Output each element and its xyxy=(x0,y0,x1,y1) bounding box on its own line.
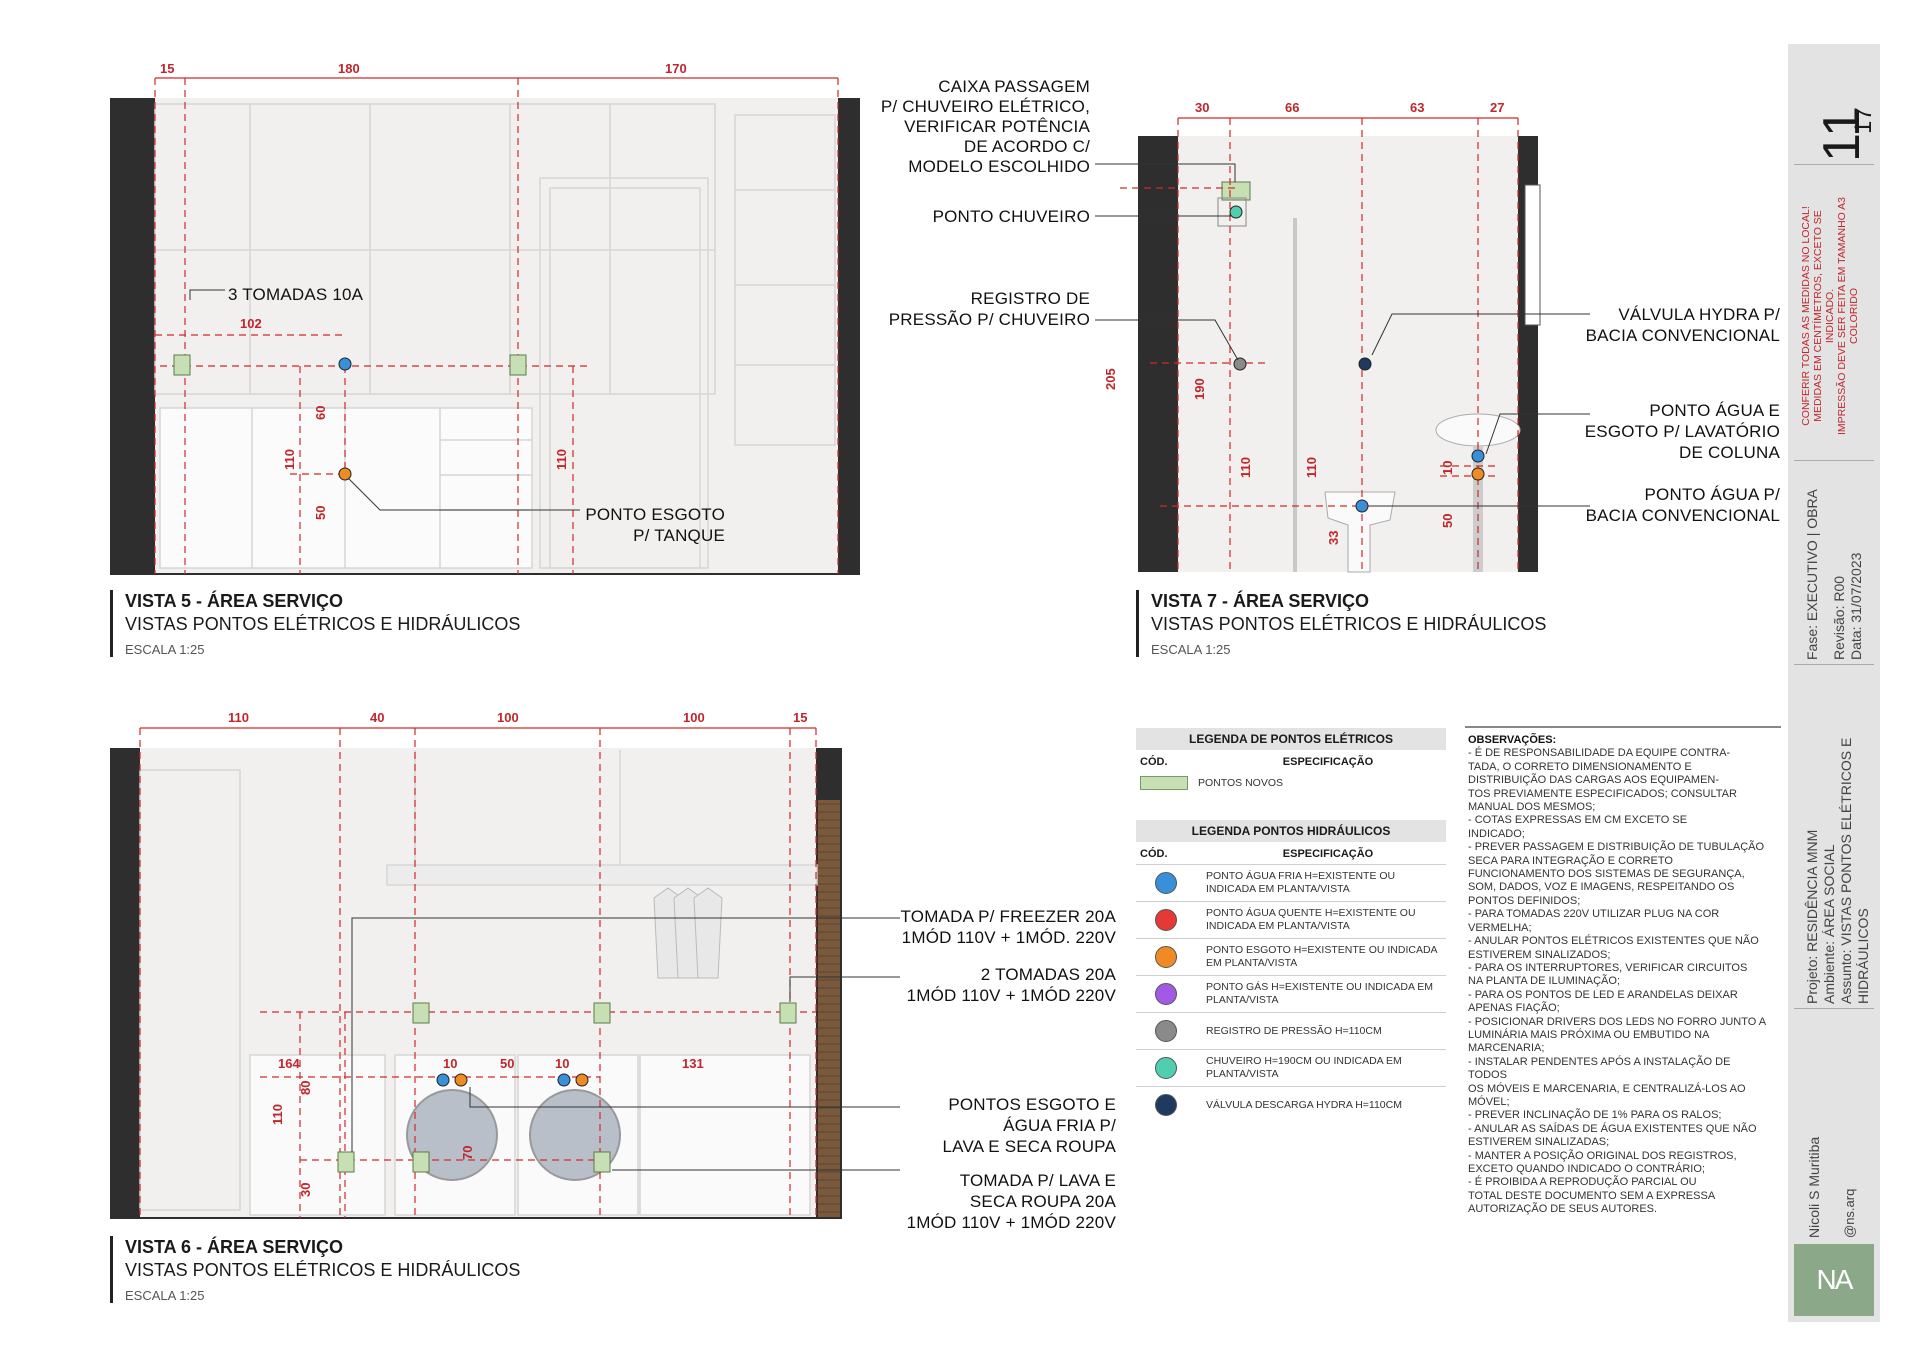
observation-line: TADA, O CORRETO DIMENSIONAMENTO E xyxy=(1468,760,1692,773)
observation-line: MANUAL DOS MESMOS; xyxy=(1468,801,1596,814)
observation-line: - É PROIBIDA A REPRODUÇÃO PARCIAL OU xyxy=(1468,1176,1697,1189)
callout-label: 3 TOMADAS 10A xyxy=(228,285,364,304)
point-dot-icon xyxy=(1155,946,1177,968)
view-title: VISTA 5 - ÁREA SERVIÇO xyxy=(125,591,344,611)
view-6-title-block: VISTA 6 - ÁREA SERVIÇO VISTAS PONTOS ELÉ… xyxy=(110,1236,520,1303)
sheet-number: 11 17 xyxy=(1794,44,1877,165)
point-dot-icon xyxy=(1155,1020,1177,1042)
observation-line: - PARA OS INTERRUPTORES, VERIFICAR CIRCU… xyxy=(1468,961,1748,974)
logo-icon: NA xyxy=(1794,1244,1874,1316)
observation-line: EXCETO QUANDO INDICADO O CONTRÁRIO; xyxy=(1468,1163,1705,1175)
legend-item: PONTO ESGOTO H=EXISTENTE OU INDICADA EM … xyxy=(1136,938,1446,975)
legend-text: PONTO ÁGUA FRIA H=EXISTENTE OU INDICADA … xyxy=(1206,870,1396,895)
legend-title: LEGENDA DE PONTOS ELÉTRICOS xyxy=(1136,728,1446,750)
point-dot-icon xyxy=(1155,872,1177,894)
observation-line: TOS PREVIAMENTE ESPECIFICADOS; CONSULTAR xyxy=(1468,787,1737,800)
legend-text: PONTO GÁS H=EXISTENTE OU INDICADA EM PLA… xyxy=(1206,981,1434,1006)
point-dot-icon xyxy=(1155,909,1177,931)
view-7-title-block: VISTA 7 - ÁREA SERVIÇO VISTAS PONTOS ELÉ… xyxy=(1136,590,1546,657)
observation-line: SECA PARA INTEGRAÇÃO E CORRETO xyxy=(1468,854,1673,867)
legend-text: PONTO ESGOTO H=EXISTENTE OU INDICADA EM … xyxy=(1206,944,1437,969)
legend-item: PONTO ÁGUA QUENTE H=EXISTENTE OU INDICAD… xyxy=(1136,901,1446,938)
legend-text: PONTO ÁGUA QUENTE H=EXISTENTE OU INDICAD… xyxy=(1206,907,1416,932)
view-title: VISTA 6 - ÁREA SERVIÇO xyxy=(125,1237,344,1257)
legend-item: CHUVEIRO H=190CM OU INDICADA EM PLANTA/V… xyxy=(1136,1049,1446,1086)
view-scale: ESCALA 1:25 xyxy=(1151,642,1231,657)
legend-text: REGISTRO DE PRESSÃO H=110CM xyxy=(1206,1024,1382,1037)
observation-line: - PARA OS PONTOS DE LED E ARANDELAS DEIX… xyxy=(1468,988,1738,1001)
observation-line: VERMELHA; xyxy=(1468,921,1532,934)
observation-line: ESTIVEREM SINALIZADOS; xyxy=(1468,948,1611,961)
point-dot-icon xyxy=(1155,983,1177,1005)
view-subtitle: VISTAS PONTOS ELÉTRICOS E HIDRÁULICOS xyxy=(125,1260,521,1280)
view-scale: ESCALA 1:25 xyxy=(125,1288,205,1303)
legend-item: REGISTRO DE PRESSÃO H=110CM xyxy=(1136,1012,1446,1049)
point-dot-icon xyxy=(1155,1094,1177,1116)
observation-line: DISTRIBUIÇÃO DAS CARGAS AOS EQUIPAMEN- xyxy=(1468,774,1720,787)
title-block-panel xyxy=(1788,44,1880,1322)
callout-valvula: VÁLVULA HYDRA P/BACIA CONVENCIONAL xyxy=(1585,305,1780,345)
warning-block: CONFERIR TODAS AS MEDIDAS NO LOCAL!MEDID… xyxy=(1794,170,1874,461)
observation-line: - POSICIONAR DRIVERS DOS LEDS NO FORRO J… xyxy=(1468,1015,1767,1028)
observation-line: AUTORIZAÇÃO DE SEUS AUTORES. xyxy=(1468,1203,1658,1216)
view-subtitle: VISTAS PONTOS ELÉTRICOS E HIDRÁULICOS xyxy=(1151,614,1547,634)
observation-line: - PREVER PASSAGEM E DISTRIBUIÇÃO DE TUBU… xyxy=(1468,841,1765,854)
observation-line: INDICADO; xyxy=(1468,827,1525,840)
observation-line: TOTAL DESTE DOCUMENTO SEM A EXPRESSA xyxy=(1468,1189,1716,1202)
legend-item: PONTOS NOVOS xyxy=(1136,772,1446,794)
observation-line: - ANULAR PONTOS ELÉTRICOS EXISTENTES QUE… xyxy=(1468,935,1759,948)
observation-line: OS MÓVEIS E MARCENARIA, E CENTRALIZÁ-LOS… xyxy=(1468,1082,1746,1095)
observation-line: - PARA TOMADAS 220V UTILIZAR PLUG NA COR xyxy=(1468,908,1720,921)
observation-line: MARCENARIA; xyxy=(1468,1042,1545,1055)
observation-line: - INSTALAR PENDENTES APÓS A INSTALAÇÃO D… xyxy=(1468,1055,1731,1082)
vista-6-drawing xyxy=(110,727,900,1219)
observations-divider xyxy=(1465,726,1781,728)
observation-line: - ANULAR AS SAÍDAS DE ÁGUA EXISTENTES QU… xyxy=(1468,1122,1757,1135)
observation-line: - COTAS EXPRESSAS EM CM EXCETO SE xyxy=(1468,814,1688,827)
callout-chuveiro: PONTO CHUVEIRO xyxy=(932,207,1090,226)
legend-item: VÁLVULA DESCARGA HYDRA H=110CM xyxy=(1136,1086,1446,1123)
observation-line: - MANTER A POSIÇÃO ORIGINAL DOS REGISTRO… xyxy=(1468,1149,1737,1162)
legend-text: CHUVEIRO H=190CM OU INDICADA EM PLANTA/V… xyxy=(1206,1055,1402,1080)
view-scale: ESCALA 1:25 xyxy=(125,642,205,657)
legend-title: LEGENDA PONTOS HIDRÁULICOS xyxy=(1136,820,1446,842)
legend-electric: LEGENDA DE PONTOS ELÉTRICOS CÓD.ESPECIFI… xyxy=(1136,728,1446,794)
observation-line: LUMINÁRIA MAIS PRÓXIMA OU EMBUTIDO NA xyxy=(1468,1028,1710,1041)
view-title: VISTA 7 - ÁREA SERVIÇO xyxy=(1151,591,1370,611)
legend-text: VÁLVULA DESCARGA HYDRA H=110CM xyxy=(1206,1098,1402,1111)
observation-line: SOM, DADOS, VOZ E IMAGENS, RESPEITANDO O… xyxy=(1468,881,1735,894)
legend-item: PONTO ÁGUA FRIA H=EXISTENTE OU INDICADA … xyxy=(1136,864,1446,901)
vista-5-drawing xyxy=(110,77,860,575)
legend-item: PONTO GÁS H=EXISTENTE OU INDICADA EM PLA… xyxy=(1136,975,1446,1012)
observation-line: FUNCIONAMENTO DOS SISTEMAS DE SEGURANÇA, xyxy=(1468,868,1745,881)
observation-line: APENAS FIAÇÃO; xyxy=(1468,1002,1560,1015)
observation-line: MÓVEL; xyxy=(1468,1095,1510,1108)
observations: OBSERVAÇÕES: - É DE RESPONSABILIDADE DA … xyxy=(1468,734,1767,1216)
swatch-icon xyxy=(1140,776,1188,790)
point-dot-icon xyxy=(1155,1057,1177,1079)
legend-hydraulic: LEGENDA PONTOS HIDRÁULICOS CÓD.ESPECIFIC… xyxy=(1136,820,1446,1123)
observation-line: PONTOS DEFINIDOS; xyxy=(1468,894,1581,907)
view-5-title-block: VISTA 5 - ÁREA SERVIÇO VISTAS PONTOS ELÉ… xyxy=(110,590,520,657)
observation-line: NA PLANTA DE ILUMINAÇÃO; xyxy=(1468,975,1621,988)
callout-bacia: PONTO ÁGUA P/BACIA CONVENCIONAL xyxy=(1585,485,1780,525)
observation-line: - É DE RESPONSABILIDADE DA EQUIPE CONTRA… xyxy=(1468,747,1731,760)
author-block: Nicoli S Muritiba @ns.arq xyxy=(1806,1136,1857,1238)
observation-line: ESTIVEREM SINALIZADAS; xyxy=(1468,1136,1610,1149)
view-subtitle: VISTAS PONTOS ELÉTRICOS E HIDRÁULICOS xyxy=(125,614,521,634)
observation-line: - PREVER INCLINAÇÃO DE 1% PARA OS RALOS; xyxy=(1468,1109,1722,1122)
vista-7-drawing xyxy=(1095,117,1590,573)
